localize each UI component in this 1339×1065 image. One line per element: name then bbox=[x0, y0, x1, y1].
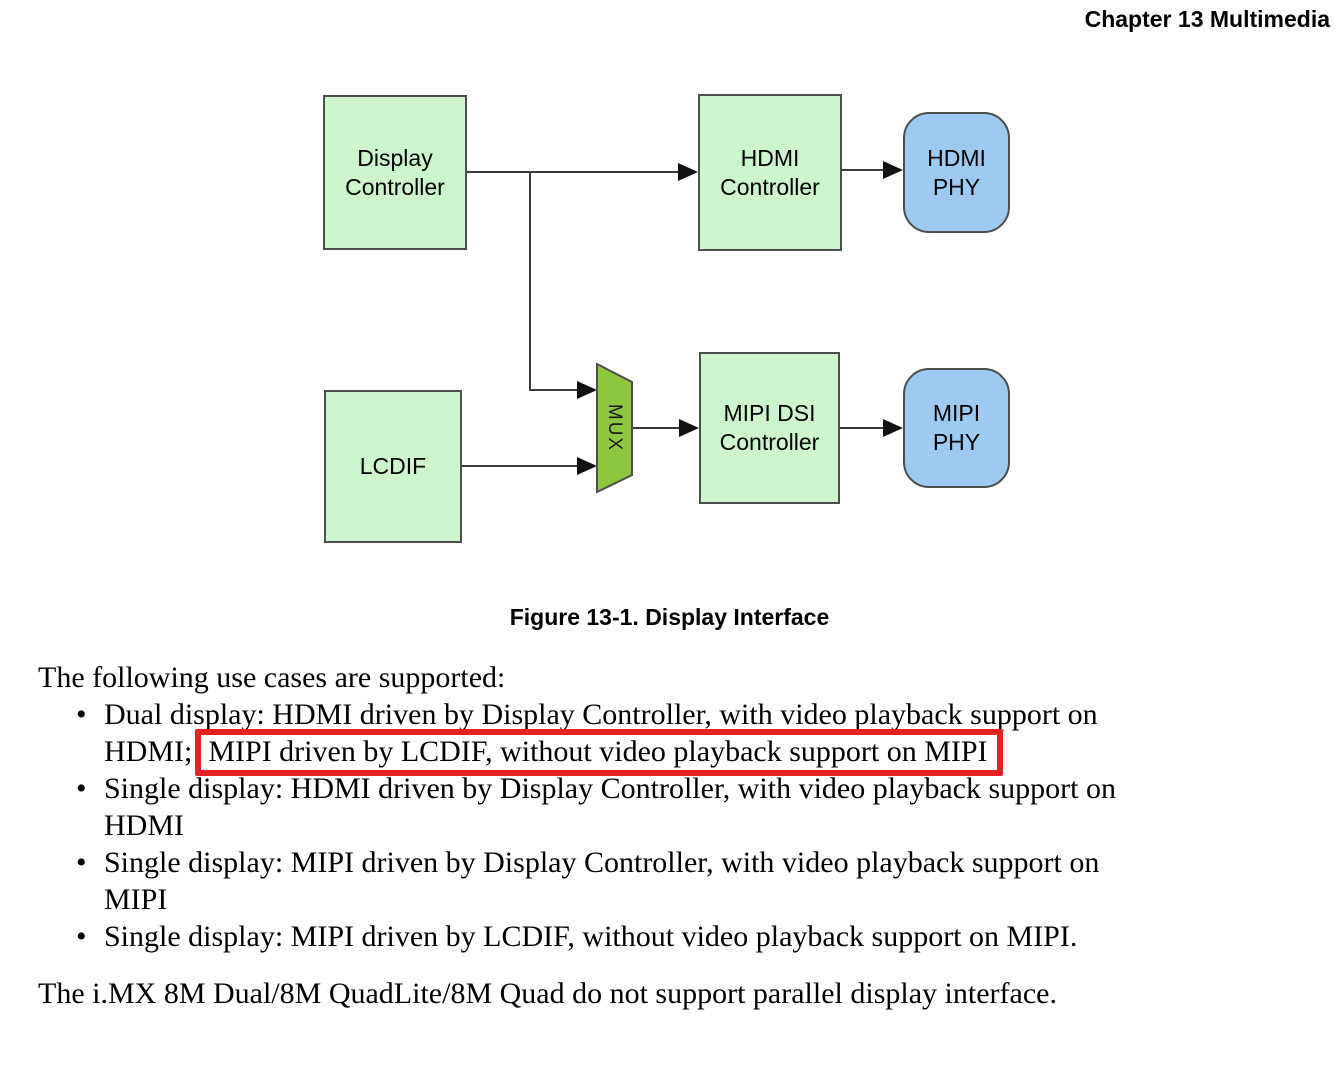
list-item: • Dual display: HDMI driven by Display C… bbox=[38, 696, 1290, 776]
node-label: HDMI Controller bbox=[720, 144, 820, 200]
bullet-line: HDMI; bbox=[104, 735, 193, 768]
use-case-list: • Dual display: HDMI driven by Display C… bbox=[38, 696, 1290, 955]
bullet-line: Single display: HDMI driven by Display C… bbox=[104, 772, 1117, 805]
bullet-line: MIPI bbox=[104, 883, 168, 916]
intro-line: The following use cases are supported: bbox=[38, 661, 506, 694]
body-text: The following use cases are supported: •… bbox=[38, 659, 1290, 1012]
arrowhead-icon bbox=[678, 163, 698, 181]
arrowhead-icon bbox=[679, 419, 699, 437]
diagram-connectors: MUX bbox=[462, 161, 903, 494]
bullet-line: Single display: MIPI driven by LCDIF, wi… bbox=[104, 920, 1078, 953]
arrowhead-icon bbox=[883, 161, 903, 179]
node-label: MIPI PHY bbox=[932, 400, 981, 455]
node-lcdif: LCDIF bbox=[324, 390, 462, 543]
bullet-text: Single display: MIPI driven by LCDIF, wi… bbox=[104, 918, 1290, 955]
list-item: • Single display: HDMI driven by Display… bbox=[38, 770, 1290, 844]
bullet-text: Single display: MIPI driven by Display C… bbox=[104, 844, 1290, 918]
display-interface-diagram: MUX Display Controller HDMI Controller H… bbox=[323, 94, 1010, 543]
node-hdmi-phy: HDMI PHY bbox=[903, 112, 1010, 233]
node-label: MIPI DSI Controller bbox=[719, 400, 820, 455]
bullet-marker: • bbox=[76, 698, 87, 731]
node-hdmi-controller: HDMI Controller bbox=[698, 94, 842, 251]
node-mipi-dsi-controller: MIPI DSI Controller bbox=[699, 352, 840, 504]
bullet-marker: • bbox=[76, 772, 87, 805]
bullet-marker: • bbox=[76, 920, 87, 953]
node-mux bbox=[596, 362, 633, 494]
node-label: LCDIF bbox=[359, 453, 427, 479]
bullet-text: Dual display: HDMI driven by Display Con… bbox=[104, 696, 1290, 776]
bullet-marker: • bbox=[76, 846, 87, 879]
chapter-header: Chapter 13 Multimedia bbox=[1084, 6, 1330, 32]
arrowhead-icon bbox=[577, 457, 597, 475]
node-display-controller: Display Controller bbox=[323, 95, 467, 250]
bullet-line: HDMI bbox=[104, 809, 184, 842]
node-label: HDMI PHY bbox=[927, 144, 986, 200]
node-mipi-phy: MIPI PHY bbox=[903, 368, 1010, 488]
bullet-line: Dual display: HDMI driven by Display Con… bbox=[104, 698, 1098, 731]
figure-caption: Figure 13-1. Display Interface bbox=[509, 604, 830, 630]
list-item: • Single display: MIPI driven by LCDIF, … bbox=[38, 918, 1290, 955]
bullet-line: Single display: MIPI driven by Display C… bbox=[104, 846, 1100, 879]
bullet-text: Single display: HDMI driven by Display C… bbox=[104, 770, 1290, 844]
closing-paragraph: The i.MX 8M Dual/8M QuadLite/8M Quad do … bbox=[38, 977, 1057, 1010]
highlight-annotation: MIPI driven by LCDIF, without video play… bbox=[195, 729, 1003, 776]
node-label: Display Controller bbox=[345, 144, 445, 200]
arrowhead-icon bbox=[577, 381, 597, 399]
arrowhead-icon bbox=[883, 419, 903, 437]
mux-label: MUX bbox=[604, 404, 625, 452]
list-item: • Single display: MIPI driven by Display… bbox=[38, 844, 1290, 918]
line-dc-to-mux bbox=[529, 172, 579, 391]
